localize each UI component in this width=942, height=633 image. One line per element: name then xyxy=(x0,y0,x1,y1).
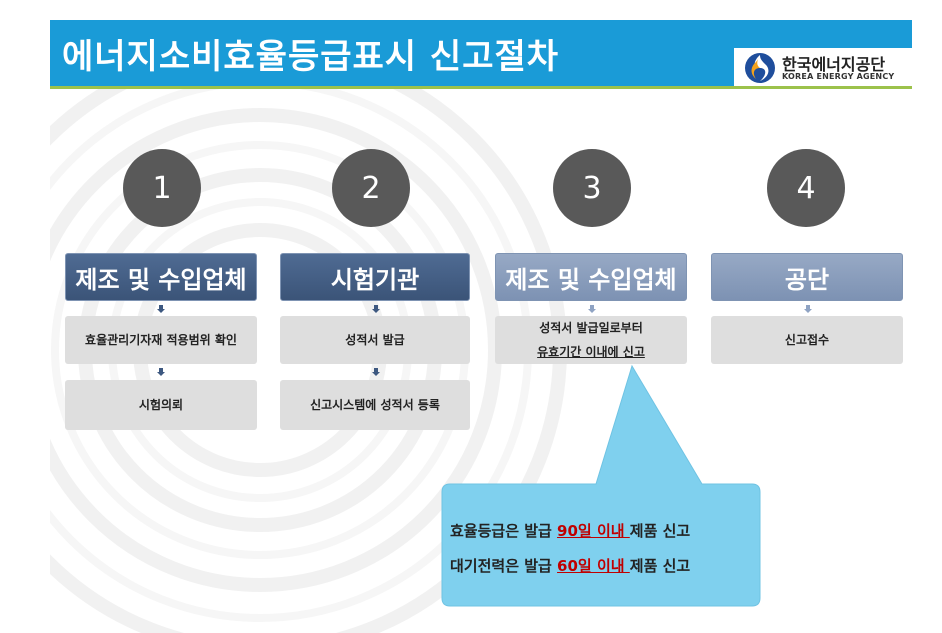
step-1-header: 제조 및 수입업체 xyxy=(65,253,257,301)
slide: 에너지소비효율등급표시 신고절차 한국에너지공단 KOREA ENERGY AG… xyxy=(50,20,912,633)
step-4-arrow-down-icon xyxy=(804,305,812,313)
step-1-item-2: 시험의뢰 xyxy=(65,380,257,430)
step-3-header: 제조 및 수입업체 xyxy=(495,253,687,301)
step-1-item-1: 효율관리기자재 적용범위 확인 xyxy=(65,316,257,364)
logo: 한국에너지공단 KOREA ENERGY AGENCY xyxy=(734,48,912,86)
page-title: 에너지소비효율등급표시 신고절차 xyxy=(62,37,560,77)
step-3-arrow-down-icon xyxy=(588,305,596,313)
callout-line-2-highlight: 60일 이내 xyxy=(557,557,630,575)
step-1-item-1-text: 효율관리기자재 적용범위 확인 xyxy=(85,333,237,347)
step-3-item-1-line-2: 유효기간 이내에 신고 xyxy=(537,345,645,359)
step-2-arrow-down-icon xyxy=(372,305,380,313)
callout-line-2-after: 제품 신고 xyxy=(629,557,691,575)
logo-subtitle: KOREA ENERGY AGENCY xyxy=(782,72,895,81)
callout-bubble xyxy=(441,364,761,607)
step-2-item-1: 성적서 발급 xyxy=(280,316,470,364)
callout-line-1-after: 제품 신고 xyxy=(629,522,691,540)
callout-text: 효율등급은 발급 90일 이내 제품 신고 대기전력은 발급 60일 이내 제품… xyxy=(450,514,750,584)
step-2-circle: 2 xyxy=(332,149,410,227)
callout-line-1-highlight: 90일 이내 xyxy=(557,522,630,540)
step-2-header: 시험기관 xyxy=(280,253,470,301)
step-1-arrow-down-icon-2 xyxy=(157,368,165,376)
step-4-circle: 4 xyxy=(767,149,845,227)
step-2-item-2-text: 신고시스템에 성적서 등록 xyxy=(310,398,440,412)
callout-line-1: 효율등급은 발급 90일 이내 제품 신고 xyxy=(450,514,750,549)
korea-energy-agency-logo-icon xyxy=(745,53,775,83)
step-3-item-1-line-1: 성적서 발급일로부터 xyxy=(539,321,643,335)
step-2-item-2: 신고시스템에 성적서 등록 xyxy=(280,380,470,430)
step-4-item-1-text: 신고접수 xyxy=(784,333,830,347)
step-2-arrow-down-icon-2 xyxy=(372,368,380,376)
title-bar: 에너지소비효율등급표시 신고절차 xyxy=(50,20,912,86)
logo-name: 한국에너지공단 xyxy=(782,55,886,74)
callout-line-2-before: 대기전력은 발급 xyxy=(450,557,558,575)
step-3-item-1: 성적서 발급일로부터 유효기간 이내에 신고 xyxy=(495,316,687,364)
step-2-item-1-text: 성적서 발급 xyxy=(345,333,405,347)
step-1-arrow-down-icon xyxy=(157,305,165,313)
title-underline xyxy=(50,86,912,89)
step-1-item-2-text: 시험의뢰 xyxy=(138,398,184,412)
step-4-header: 공단 xyxy=(711,253,903,301)
callout-line-2: 대기전력은 발급 60일 이내 제품 신고 xyxy=(450,549,750,584)
callout-line-1-before: 효율등급은 발급 xyxy=(450,522,558,540)
step-3-circle: 3 xyxy=(553,149,631,227)
step-4-item-1: 신고접수 xyxy=(711,316,903,364)
step-1-circle: 1 xyxy=(123,149,201,227)
